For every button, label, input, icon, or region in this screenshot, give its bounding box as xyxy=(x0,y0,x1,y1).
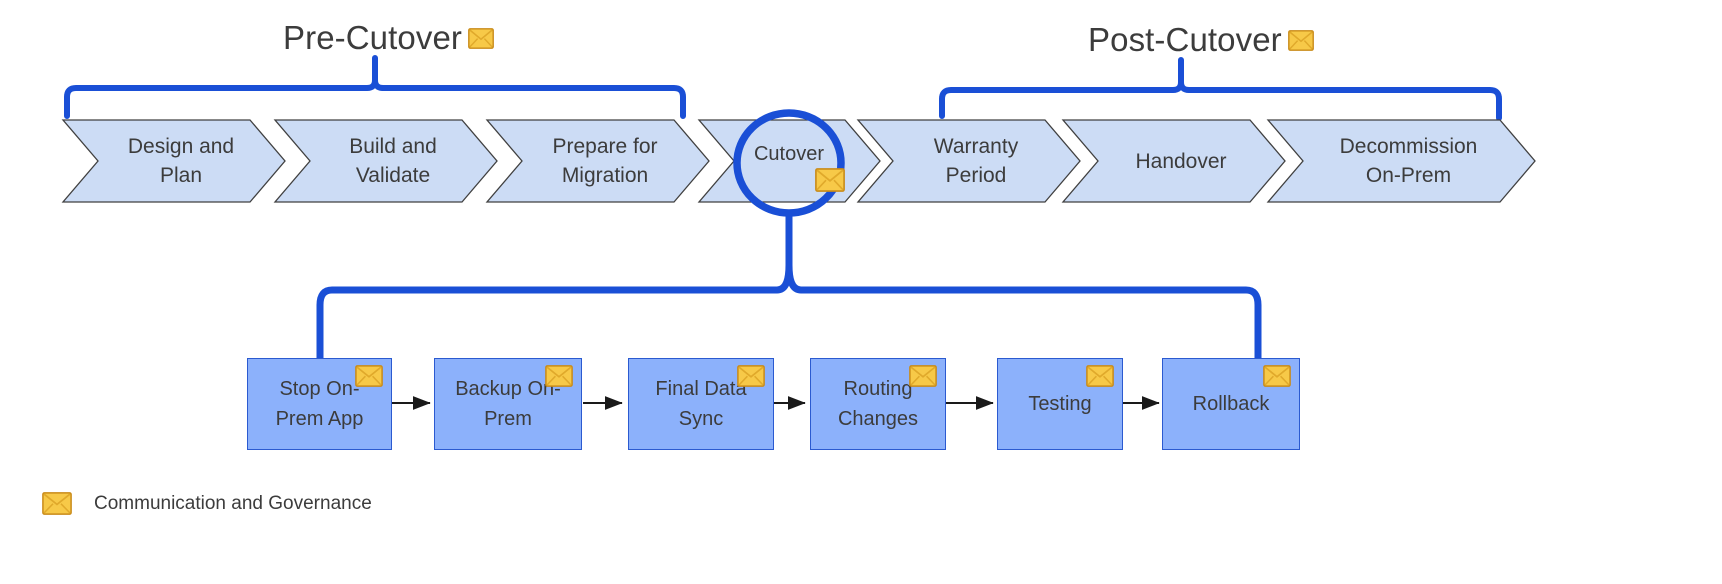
phase-step-label-line1: Design and xyxy=(127,135,235,158)
phase-step-design-and-plan[interactable]: Design and Plan xyxy=(63,120,285,202)
phase-step-handover[interactable]: Handover xyxy=(1063,120,1285,202)
phase-step-warranty-period[interactable]: Warranty Period xyxy=(858,120,1080,202)
phase-step-decommission-on-prem[interactable]: Decommission On-Prem xyxy=(1268,120,1535,202)
envelope-icon xyxy=(815,168,845,192)
envelope-icon xyxy=(909,365,937,387)
cutover-task-backup-on-prem[interactable]: Backup On- Prem xyxy=(434,358,582,450)
task-label-line2: Changes xyxy=(837,408,919,430)
phase-step-label-line1: Warranty xyxy=(933,135,1019,158)
legend: Communication and Governance xyxy=(42,492,372,515)
task-label-line2: Prem App xyxy=(275,408,364,430)
phase-step-label-line1: Prepare for xyxy=(552,135,658,158)
pre-cutover-title-text: Pre-Cutover xyxy=(283,19,462,56)
task-label-line1: Final Data xyxy=(655,378,747,400)
pre-cutover-brace xyxy=(64,55,686,119)
cutover-task-routing-changes[interactable]: Routing Changes xyxy=(810,358,946,450)
task-label-line1: Backup On- xyxy=(455,378,561,400)
cutover-step-label[interactable]: Cutover xyxy=(753,143,825,165)
cutover-task-testing[interactable]: Testing xyxy=(997,358,1123,450)
task-label-line1: Testing xyxy=(1028,393,1092,415)
phase-step-prepare-for-migration[interactable]: Prepare for Migration xyxy=(487,120,709,202)
phase-step-label-line1: Build and xyxy=(349,135,437,158)
task-label-line2: Sync xyxy=(678,408,724,430)
task-label-line2: Prem xyxy=(484,408,532,430)
cutover-task-stop-on-prem-app[interactable]: Stop On- Prem App xyxy=(247,358,392,450)
post-cutover-title: Post-Cutover xyxy=(1088,21,1314,59)
post-cutover-title-text: Post-Cutover xyxy=(1088,21,1282,58)
cutover-task-final-data-sync[interactable]: Final Data Sync xyxy=(628,358,774,450)
envelope-icon xyxy=(355,365,383,387)
phase-step-label-line2: On-Prem xyxy=(1365,164,1452,187)
task-label-line1: Rollback xyxy=(1192,393,1270,415)
envelope-icon xyxy=(42,492,72,515)
phase-step-label-line1: Decommission xyxy=(1339,135,1478,158)
cutover-task-rollback[interactable]: Rollback xyxy=(1162,358,1300,450)
task-label-line1: Routing xyxy=(843,378,913,400)
post-cutover-brace xyxy=(939,57,1502,121)
envelope-icon xyxy=(1263,365,1291,387)
legend-label: Communication and Governance xyxy=(94,492,372,514)
phase-step-label-line2: Period xyxy=(945,164,1007,187)
phase-step-label-line2: Migration xyxy=(561,164,649,187)
phase-step-label-line2: Validate xyxy=(355,164,431,187)
envelope-icon xyxy=(468,27,494,49)
task-label-line1: Stop On- xyxy=(279,378,360,400)
phase-step-label-line2: Plan xyxy=(159,164,203,187)
phase-step-label-line1: Handover xyxy=(1135,149,1227,173)
envelope-icon xyxy=(545,365,573,387)
pre-cutover-title: Pre-Cutover xyxy=(283,19,494,57)
phase-step-build-and-validate[interactable]: Build and Validate xyxy=(275,120,497,202)
envelope-icon xyxy=(737,365,765,387)
cutover-tasks-brace xyxy=(316,209,1262,362)
envelope-icon xyxy=(1086,365,1114,387)
envelope-icon xyxy=(1287,29,1314,51)
